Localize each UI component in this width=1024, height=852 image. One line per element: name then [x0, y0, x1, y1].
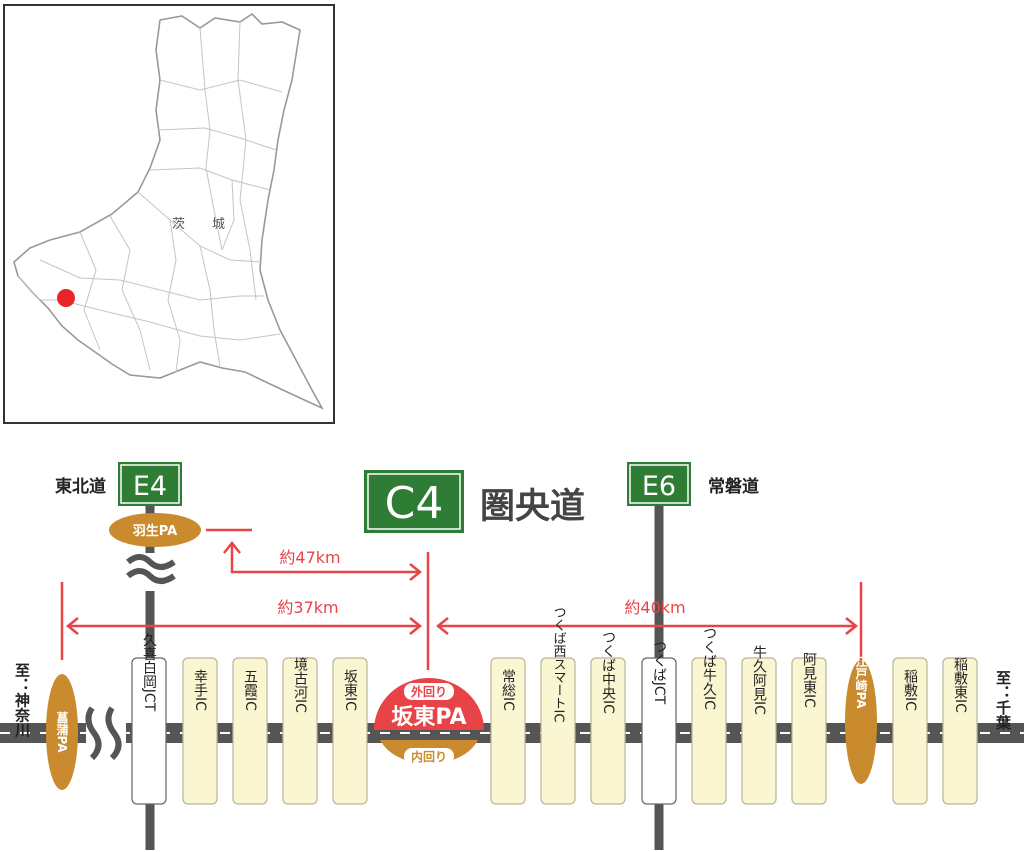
c4-badge: C4 [364, 470, 464, 533]
ic-east-1: つくば西スマートIC [540, 606, 576, 805]
ic-east-5-label: 牛久阿見IC [751, 645, 767, 715]
prefecture-label-2: 城 [212, 217, 225, 232]
ic-west-0-label: 久喜白岡JCT [141, 633, 157, 712]
east-pa-label: 江戸崎PA [854, 654, 868, 709]
e4-badge-code: E4 [133, 471, 167, 502]
ic-west-3-label: 境古河IC [292, 657, 308, 713]
ic-east-3-label: つくばJCT [651, 640, 667, 705]
main-road-break [85, 705, 126, 763]
ic-west-4: 坂東IC [332, 657, 368, 805]
ic-west-1: 幸手IC [182, 657, 218, 805]
ic-far-east-0: 稲敷IC [892, 657, 928, 805]
west-end-label: 至：神奈川 [13, 663, 31, 738]
ic-east-5: 牛久阿見IC [741, 645, 777, 805]
bando-pa-highlight: 外回り 坂東PA 内回り [374, 678, 484, 765]
locator-map: 茨 城 [3, 4, 335, 424]
c4-badge-code: C4 [385, 478, 444, 529]
ic-east-0: 常総IC [490, 657, 526, 805]
distance-to-west-pa: 約37km [277, 598, 338, 617]
west-pa-label: 菖蒲PA [55, 710, 69, 753]
ic-east-0-label: 常総IC [500, 669, 516, 711]
e6-badge: E6 [627, 462, 691, 506]
municipal-borders [17, 21, 283, 373]
ic-east-2: つくば中央IC [590, 630, 626, 805]
e4-route-name: 東北道 [55, 476, 106, 497]
ic-east-3: つくばJCT [641, 640, 677, 805]
ic-east-4: つくば牛久IC [691, 626, 727, 805]
ic-far-east-1: 稲敷東IC [942, 657, 978, 805]
ic-east-6: 阿見東IC [791, 652, 827, 805]
e4-badge: E4 [118, 462, 182, 506]
ic-east-1-label: つくば西スマートIC [551, 606, 567, 723]
hanyu-pa-label: 羽生PA [133, 523, 177, 539]
ic-west-3: 境古河IC [282, 657, 318, 805]
west-pa [46, 674, 78, 790]
distance-to-hanyu: 約47km [279, 548, 340, 567]
bando-pa-outer: 外回り [411, 684, 447, 699]
ic-west-1-label: 幸手IC [192, 669, 208, 711]
ic-west-0: 久喜白岡JCT [131, 633, 167, 805]
hanyu-pa [109, 513, 201, 547]
ic-east-4-label: つくば牛久IC [701, 626, 717, 710]
e6-route-name: 常磐道 [708, 476, 759, 497]
prefecture-label-1: 茨 [172, 217, 185, 232]
ic-far-east-1-label: 稲敷東IC [952, 657, 968, 713]
bando-pa-name: 坂東PA [391, 705, 466, 730]
distance-lines [60, 528, 863, 670]
east-end-label: 至：千葉 [994, 670, 1012, 731]
ic-far-east-0-label: 稲敷IC [902, 669, 918, 711]
e6-badge-code: E6 [642, 471, 676, 502]
c4-route-name: 圏央道 [480, 487, 585, 527]
bando-pa-inner: 内回り [411, 749, 447, 764]
e4-road-break [125, 553, 177, 591]
ic-west-4-label: 坂東IC [342, 669, 358, 711]
ic-west-2: 五霞IC [232, 657, 268, 805]
distance-to-east-pa: 約40km [624, 598, 685, 617]
east-pa [845, 660, 877, 784]
ic-east-6-label: 阿見東IC [801, 652, 817, 708]
location-marker [57, 289, 75, 307]
ic-west-2-label: 五霞IC [242, 669, 258, 711]
ic-east-2-label: つくば中央IC [600, 630, 616, 714]
